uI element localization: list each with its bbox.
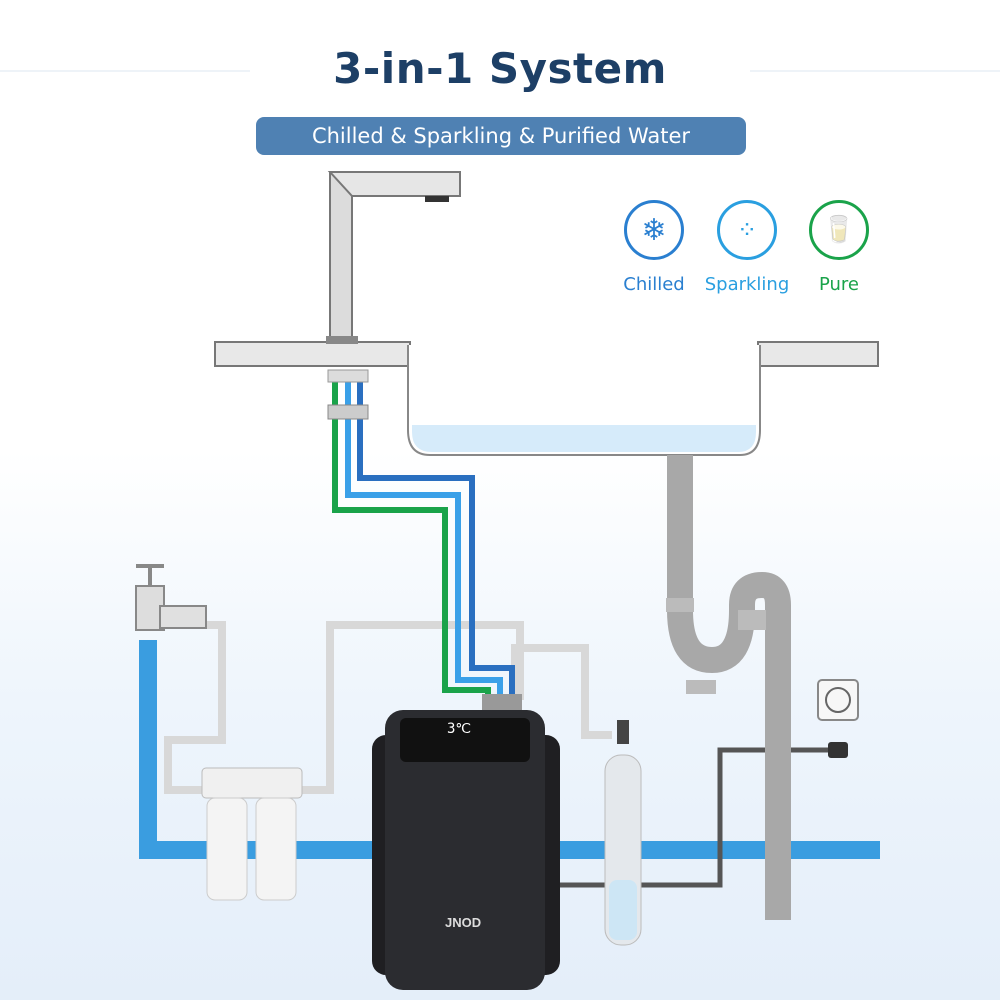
unit-brand: JNOD: [445, 915, 482, 930]
feature-pure: 🥛 Pure: [784, 200, 894, 295]
subtitle-banner: Chilled & Sparkling & Purified Water: [256, 117, 746, 155]
feature-sparkling: ⁘ Sparkling: [692, 200, 802, 295]
drain-joint-2: [738, 610, 766, 630]
title-rule-left: [0, 70, 250, 72]
filter-cartridge-1: [206, 797, 248, 901]
bubbles-icon: ⁘: [717, 200, 777, 260]
page-title: 3-in-1 System: [333, 44, 667, 93]
countertop-left: [214, 341, 411, 367]
line-fittings: [327, 404, 369, 420]
wall-socket: [817, 679, 859, 721]
hose-inlet: [164, 621, 226, 794]
faucet-body: [329, 171, 353, 343]
filter-cartridge-2: [255, 797, 297, 901]
drain-cap: [686, 680, 716, 694]
faucet-spout: [327, 171, 461, 197]
unit-display: 3℃: [447, 721, 472, 737]
pure-water-line: [332, 370, 491, 700]
valve-outlet: [159, 605, 207, 629]
unit-outlets: [482, 694, 522, 710]
line-connectors-top: [327, 369, 369, 383]
title-rule-right: [750, 70, 1000, 72]
co2-label: [609, 880, 637, 940]
chilled-water-line: [357, 370, 515, 700]
feature-chilled: ❄ Chilled: [599, 200, 709, 295]
faucet-outlet: [425, 196, 449, 202]
sink-water: [412, 425, 756, 452]
chiller-unit: [385, 710, 545, 990]
co2-regulator: [617, 720, 629, 744]
countertop-right: [757, 341, 879, 367]
sparkling-water-line: [345, 370, 503, 700]
drain-joint-1: [666, 598, 694, 612]
cup-icon: 🥛: [809, 200, 869, 260]
control-panel: [400, 718, 530, 762]
filter-head: [201, 767, 303, 799]
faucet-base: [326, 336, 358, 344]
snowflake-icon: ❄: [624, 200, 684, 260]
power-plug: [828, 742, 848, 758]
